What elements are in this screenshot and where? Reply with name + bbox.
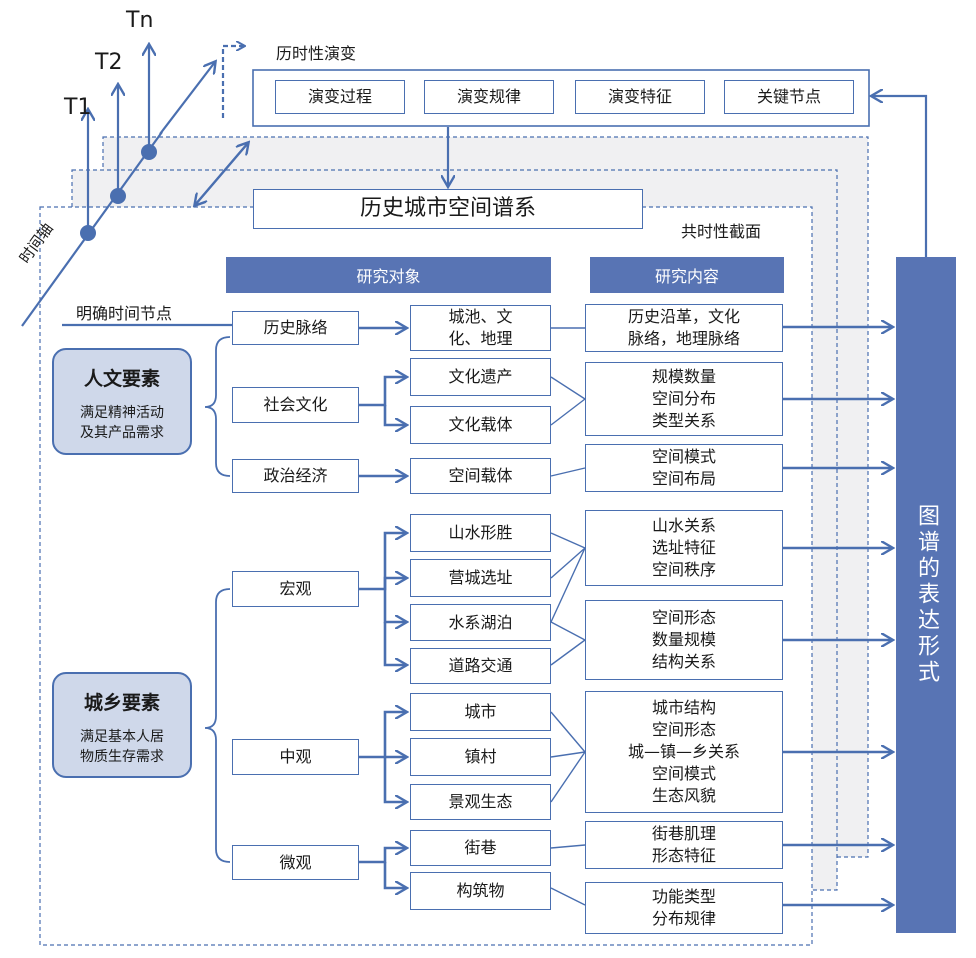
object-landscape-ecology: 景观生态 (410, 784, 551, 820)
category-meso: 中观 (232, 739, 359, 775)
header-content: 研究内容 (590, 257, 784, 293)
content-spatial-form: 空间形态 数量规模 结构关系 (585, 600, 783, 680)
object-street: 街巷 (410, 830, 551, 866)
time-label-t2: T2 (95, 50, 123, 75)
element-humanities-title: 人文要素 (83, 368, 160, 390)
diachronic-title: 历时性演变 (276, 44, 357, 63)
object-cultural-heritage: 文化遗产 (410, 358, 551, 396)
object-landscape: 山水形胜 (410, 514, 551, 552)
synchronic-title: 共时性截面 (681, 222, 762, 241)
content-street-texture: 街巷肌理 形态特征 (585, 821, 783, 869)
object-water-system: 水系湖泊 (410, 604, 551, 641)
header-objects: 研究对象 (226, 257, 551, 293)
object-structure: 构筑物 (410, 872, 551, 910)
object-spatial-carrier: 空间载体 (410, 458, 551, 494)
category-history: 历史脉络 (232, 311, 359, 345)
diachronic-item-feature: 演变特征 (575, 80, 705, 114)
diachronic-item-law: 演变规律 (424, 80, 554, 114)
object-town-village: 镇村 (410, 738, 551, 776)
expression-form-bar: 图谱的表达形式 (896, 257, 956, 933)
diachronic-item-process: 演变过程 (275, 80, 405, 114)
content-spatial-mode: 空间模式 空间布局 (585, 444, 783, 492)
time-node-label: 明确时间节点 (76, 304, 173, 323)
object-site-selection: 营城选址 (410, 559, 551, 597)
category-macro: 宏观 (232, 571, 359, 607)
object-road-traffic: 道路交通 (410, 648, 551, 684)
object-cultural-carrier: 文化载体 (410, 406, 551, 444)
category-micro: 微观 (232, 845, 359, 880)
content-scale-distribution: 规模数量 空间分布 类型关系 (585, 362, 783, 436)
content-city-structure: 城市结构 空间形态 城—镇—乡关系 空间模式 生态风貌 (585, 691, 783, 813)
spectrum-title: 历史城市空间谱系 (253, 189, 643, 229)
element-humanities: 人文要素 满足精神活动 及其产品需求 (52, 348, 192, 455)
content-function-type: 功能类型 分布规律 (585, 882, 783, 934)
element-humanities-subtitle: 满足精神活动 及其产品需求 (80, 405, 164, 441)
category-social-culture: 社会文化 (232, 387, 359, 423)
diachronic-item-keynode: 关键节点 (724, 80, 854, 114)
object-city-culture-geo: 城池、文 化、地理 (410, 305, 551, 351)
time-label-t1: T1 (64, 95, 92, 120)
object-city: 城市 (410, 693, 551, 731)
category-politics-economy: 政治经济 (232, 459, 359, 493)
element-urban-rural-subtitle: 满足基本人居 物质生存需求 (80, 729, 164, 765)
element-urban-rural-title: 城乡要素 (83, 692, 160, 714)
content-history-culture-geo: 历史沿革，文化 脉络，地理脉络 (585, 304, 783, 352)
element-urban-rural: 城乡要素 满足基本人居 物质生存需求 (52, 672, 192, 778)
time-label-tn: Tn (126, 8, 154, 33)
content-mountain-water: 山水关系 选址特征 空间秩序 (585, 510, 783, 586)
